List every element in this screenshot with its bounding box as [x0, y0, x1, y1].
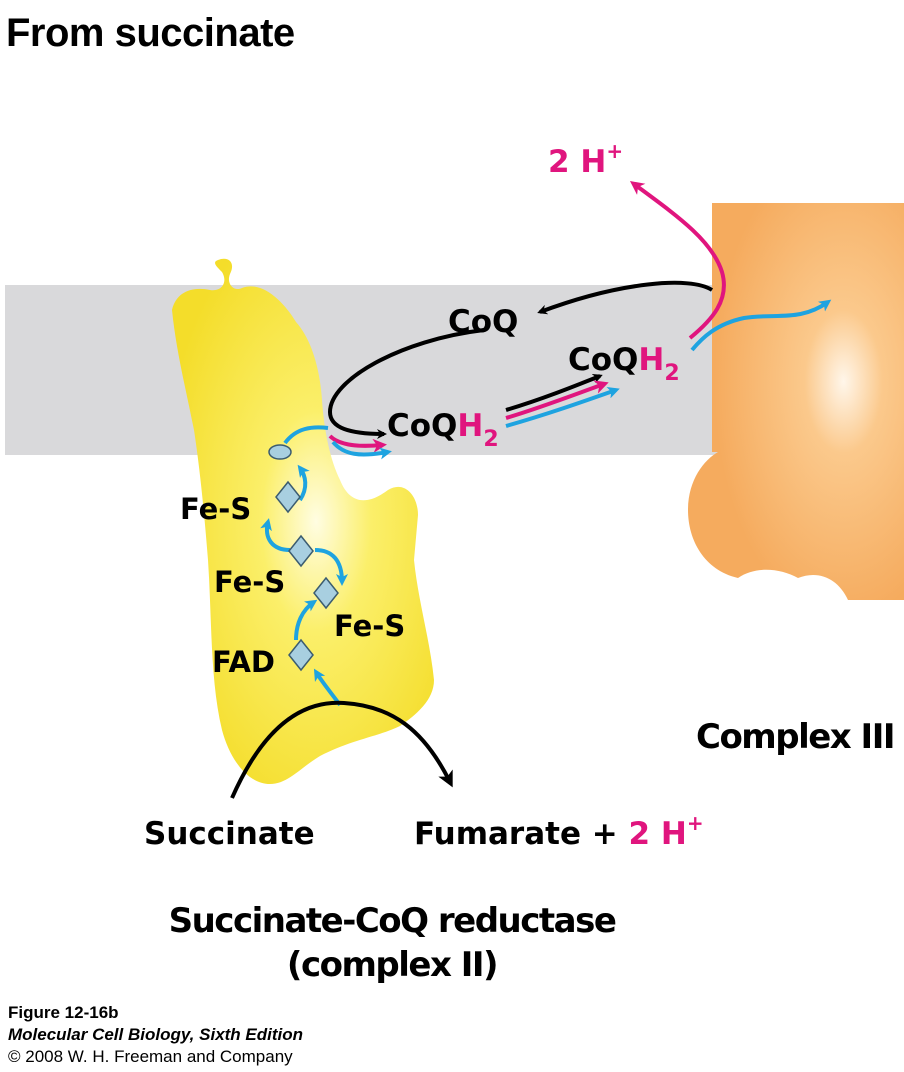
heme-cofactor	[268, 444, 292, 460]
book-title: Molecular Cell Biology, Sixth Edition	[8, 1025, 303, 1044]
complex-iii-label: Complex III	[696, 717, 894, 757]
coq-return-arrow	[537, 280, 714, 315]
proton-release-arrow	[629, 181, 726, 340]
electron-hop-4	[297, 464, 310, 502]
coqh2-diffusion-arrow-black	[505, 373, 603, 412]
figure-title: From succinate	[6, 11, 295, 55]
electron-path-left	[331, 440, 392, 460]
electron-path-right	[690, 299, 832, 352]
fes-label-2: Fe-S	[214, 565, 285, 599]
coq-reduction-arrow	[327, 328, 485, 439]
complex-iii-shape	[688, 203, 904, 600]
fes-label-3: Fe-S	[334, 609, 405, 643]
coqh2-label-left: CoQH2	[387, 408, 499, 452]
fes-cluster-2-icon	[288, 534, 314, 568]
fumarate-label: Fumarate + 2 H+	[414, 811, 704, 852]
coq-label: CoQ	[448, 304, 518, 340]
proton-path-left	[328, 434, 387, 453]
succinate-label: Succinate	[144, 816, 315, 852]
coqh2-label-right: CoQH2	[568, 342, 680, 386]
complex-ii-label-line2: (complex II)	[287, 945, 497, 985]
proton-path-middle	[505, 380, 609, 420]
electron-path-top	[283, 425, 329, 445]
electron-hop-1	[294, 599, 318, 641]
fes-cluster-3-icon	[275, 480, 301, 514]
fes-label-1: Fe-S	[180, 492, 251, 526]
copyright: © 2008 W. H. Freeman and Company	[8, 1047, 293, 1066]
proton-top-label: 2 H+	[548, 139, 623, 180]
succinate-fumarate-arrow	[230, 700, 453, 799]
electron-hop-2	[314, 548, 348, 586]
electron-hop-3	[260, 518, 291, 552]
electron-path-middle	[505, 387, 620, 428]
fad-cofactor-icon	[288, 638, 314, 672]
complex-ii-shape	[172, 258, 434, 785]
fes-cluster-1-icon	[313, 576, 339, 610]
fad-label: FAD	[212, 645, 275, 679]
complex-ii-label-line1: Succinate-CoQ reductase	[169, 901, 616, 941]
figure-number: Figure 12-16b	[8, 1003, 119, 1022]
